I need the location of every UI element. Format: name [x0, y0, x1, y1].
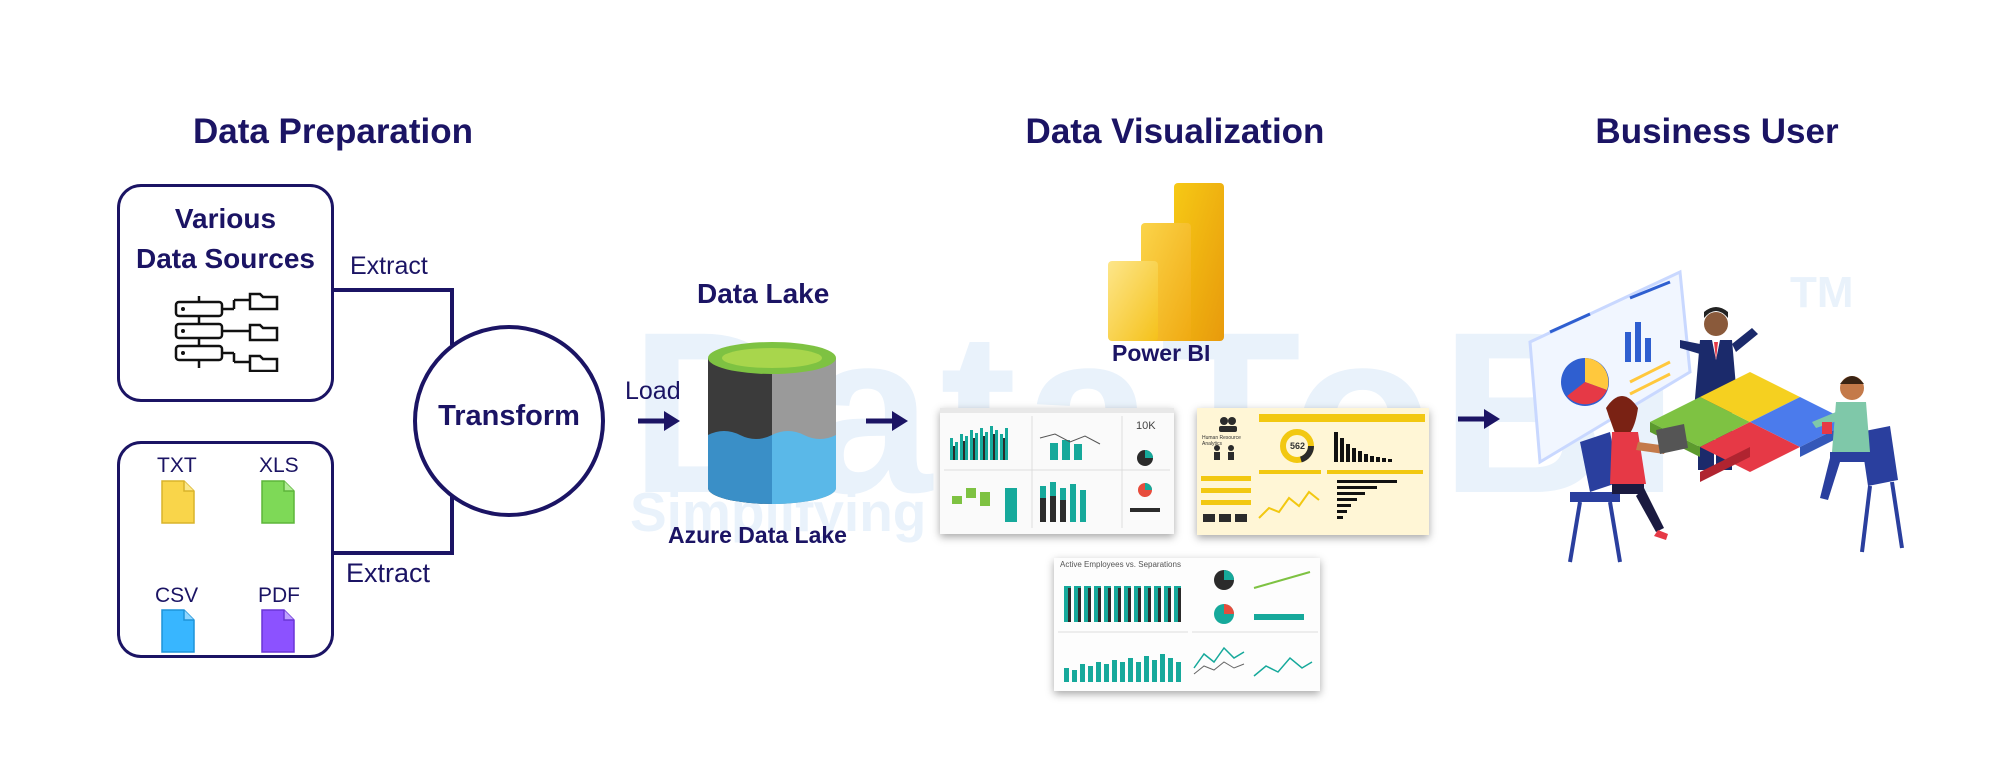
dashboard-thumbnail-2: Human Resource Analytics 562 — [1197, 408, 1429, 535]
seated-man-icon — [1812, 376, 1904, 553]
extract-bottom-connector — [333, 492, 454, 555]
data-preparation-title: Data Preparation — [192, 112, 474, 151]
xls-label: XLS — [259, 454, 299, 477]
txt-label: TXT — [157, 454, 197, 477]
pdf-file-icon — [261, 609, 295, 653]
dashboard-3-graphic — [1054, 558, 1320, 691]
dashboard-thumbnail-1: 10K — [940, 408, 1174, 534]
extract-top-connector — [333, 288, 454, 345]
pdf-label: PDF — [258, 584, 300, 607]
separations-dashboard-title: Active Employees vs. Separations — [1060, 560, 1181, 569]
business-team-illustration — [1528, 269, 1904, 563]
dashboard-1-graphic — [940, 408, 1174, 534]
dashboard-2-graphic — [1197, 408, 1429, 535]
viz-to-user-arrow — [1458, 409, 1500, 429]
transform-node — [413, 325, 605, 517]
hr-dashboard-title: Human Resource Analytics — [1202, 435, 1241, 447]
data-sources-title-line1: Various — [174, 203, 277, 234]
hr-kpi-value: 562 — [1290, 441, 1306, 451]
data-sources-box: Various Data Sources — [117, 184, 334, 402]
presentation-board-icon — [1528, 269, 1692, 465]
transform-label: Transform — [438, 400, 580, 432]
kpi-10k: 10K — [1136, 420, 1156, 432]
lake-to-viz-arrow — [866, 411, 908, 431]
business-user-title: Business User — [1595, 112, 1839, 151]
woman-with-laptop-icon — [1568, 396, 1688, 563]
database-network-icon — [174, 292, 279, 372]
data-visualization-title: Data Visualization — [1025, 112, 1325, 151]
extract-top-label: Extract — [350, 252, 428, 280]
azure-data-lake-icon — [708, 342, 836, 504]
data-sources-title-line2: Data Sources — [136, 243, 315, 274]
load-label: Load — [625, 377, 681, 405]
xls-file-icon — [261, 480, 295, 524]
azure-data-lake-caption: Azure Data Lake — [668, 522, 847, 548]
csv-label: CSV — [155, 584, 199, 607]
file-sources-box: TXT XLS CSV PDF — [117, 441, 334, 658]
load-arrow — [638, 411, 680, 431]
txt-file-icon — [161, 480, 195, 524]
power-bi-label: Power BI — [1112, 340, 1211, 366]
dashboard-thumbnail-3: Active Employees vs. Separations — [1054, 558, 1320, 691]
data-lake-title: Data Lake — [697, 278, 830, 309]
extract-bottom-label: Extract — [346, 558, 431, 588]
power-bi-logo-icon — [1108, 183, 1224, 341]
csv-file-icon — [161, 609, 195, 653]
